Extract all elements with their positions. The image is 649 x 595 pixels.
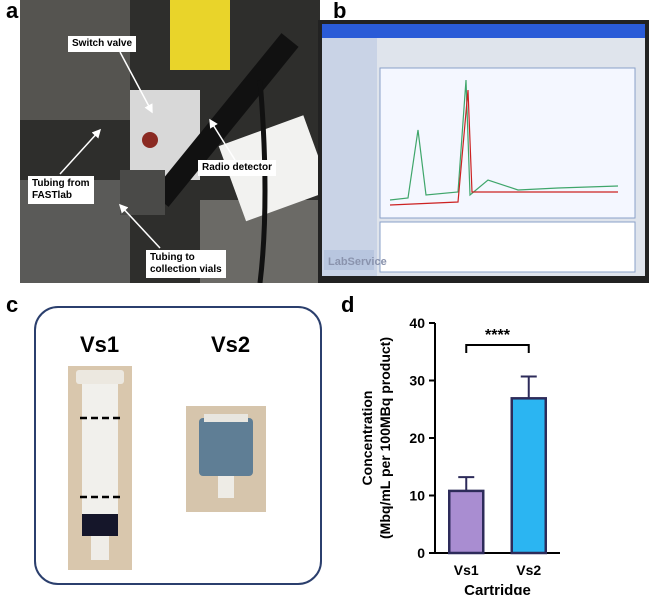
significance-group: ****: [465, 327, 530, 353]
y-axis-label-line2: (Mbq/mL per 100MBq product): [377, 337, 393, 539]
setup-scene: [20, 0, 320, 283]
callout-radio-detector: Radio detector: [198, 160, 277, 176]
panel-letter-a: a: [6, 0, 19, 23]
software-brand-label: LabService: [328, 256, 387, 268]
panel-letter-c: c: [6, 292, 19, 317]
y-tick-label: 30: [409, 373, 425, 389]
x-tick-label: Vs2: [516, 562, 541, 578]
panel-letter-b: b: [333, 0, 347, 23]
y-axis-label-line1: Concentration: [359, 391, 375, 486]
photo-setup: Switch valve Radio detector Tubing from …: [20, 0, 320, 283]
y-tick-label: 20: [409, 430, 425, 446]
callout-tubing-from: Tubing from FASTlab: [28, 176, 94, 204]
significance-label: ****: [485, 327, 511, 344]
y-tick-label: 0: [417, 545, 425, 561]
photo-software-screen: LabService: [318, 20, 649, 283]
bar-group: Vs1 Vs2: [448, 375, 547, 578]
bar-vs1: [448, 489, 485, 555]
software-screen: [318, 20, 649, 283]
significance-bracket: [465, 344, 530, 353]
y-tick-group: 0 10 20 30 40: [409, 315, 435, 561]
panel-letter-d: d: [341, 292, 355, 317]
callout-switch-valve: Switch valve: [68, 36, 137, 52]
bar-vs2: [510, 397, 547, 555]
vial-label-vs1: Vs1: [80, 332, 120, 357]
cartridge-photos: [68, 366, 266, 570]
x-axis-label: Cartridge: [464, 582, 531, 595]
concentration-bar-chart: 0 10 20 30 40 Vs1 Vs2 **** Concentration (Mbq…: [359, 315, 560, 595]
y-tick-label: 10: [409, 488, 425, 504]
vial-label-vs2: Vs2: [211, 332, 251, 357]
callout-arrows: [59, 51, 236, 249]
callout-tubing-to: Tubing to collection vials: [146, 250, 226, 278]
x-tick-label: Vs1: [454, 562, 479, 578]
y-tick-label: 40: [409, 315, 425, 331]
cartridge-box: Vs1 Vs2: [34, 306, 322, 585]
